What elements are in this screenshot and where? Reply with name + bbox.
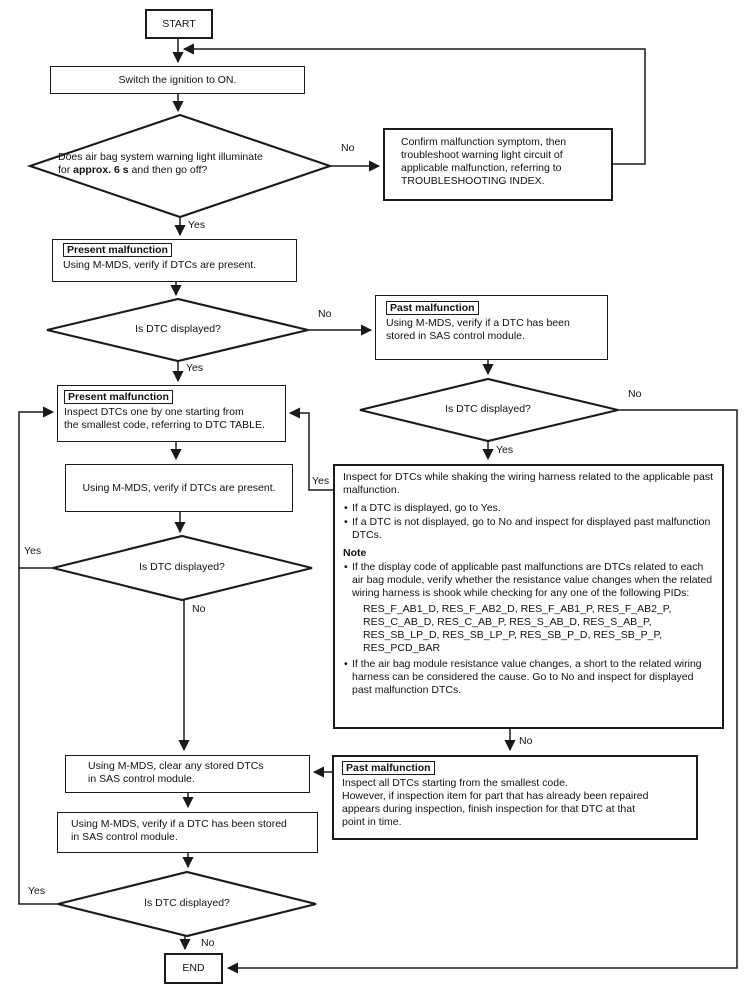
decision-dtc2-text: Is DTC displayed? <box>445 403 531 415</box>
present-malfunction-tag: Present malfunction <box>63 243 172 257</box>
present-inspect-line-2: the smallest code, referring to DTC TABL… <box>64 419 265 431</box>
present-inspect-line-1: Inspect DTCs one by one starting from <box>64 406 244 418</box>
verify-stored-line-1: Using M-MDS, verify if a DTC has been st… <box>71 818 287 830</box>
connector-note-yes <box>288 407 333 491</box>
decision-dtc4-text: Is DTC displayed? <box>144 897 230 909</box>
connector-left-rail <box>18 406 58 905</box>
decision-dtc1-shape <box>46 297 309 363</box>
past-inspect-line-1: Inspect all DTCs starting from the small… <box>342 777 568 789</box>
past-inspect-line-3: appears during inspection, finish inspec… <box>342 803 635 815</box>
decision-dtc4-shape <box>57 870 317 938</box>
connector-confirm-feedback <box>182 43 646 165</box>
confirm-line-1: Confirm malfunction symptom, then <box>401 136 567 148</box>
note-bullet-no: If a DTC is not displayed, go to No and … <box>343 516 714 542</box>
confirm-line-2: troubleshoot warning light circuit of <box>401 149 563 161</box>
past-verify-line-1: Using M-MDS, verify if a DTC has been <box>386 317 570 329</box>
label-d3-yes: Yes <box>24 545 42 557</box>
end-node: END <box>164 953 223 984</box>
label-d4-no: No <box>201 937 215 949</box>
label-note-yes: Yes <box>312 475 330 487</box>
process-verify-stored: Using M-MDS, verify if a DTC has been st… <box>57 812 318 853</box>
clear-dtcs-line-2: in SAS control module. <box>88 773 195 785</box>
decision-dtc3-text: Is DTC displayed? <box>139 561 225 573</box>
decision-warning-light-shape <box>26 113 334 219</box>
label-d1-no: No <box>341 142 355 154</box>
start-node: START <box>145 9 213 39</box>
note-bullet-resistance: If the display code of applicable past m… <box>343 561 714 600</box>
process-present-verify: Present malfunction Using M-MDS, verify … <box>52 239 297 282</box>
label-note-no: No <box>519 735 533 747</box>
connector-right-rail <box>226 409 738 974</box>
process-clear-dtcs: Using M-MDS, clear any stored DTCs in SA… <box>65 755 310 793</box>
note-intro: Inspect for DTCs while shaking the wirin… <box>343 471 714 496</box>
label-d3-no: No <box>192 603 206 615</box>
verify-stored-line-2: in SAS control module. <box>71 831 178 843</box>
label-d4-yes: Yes <box>28 885 46 897</box>
past-verify-line-2: stored in SAS control module. <box>386 330 525 342</box>
decision-dtc1-text: Is DTC displayed? <box>135 323 221 335</box>
note-bullet-short: If the air bag module resistance value c… <box>343 658 714 697</box>
present-malfunction-tag-2: Present malfunction <box>64 390 173 404</box>
process-verify-present: Using M-MDS, verify if DTCs are present. <box>65 464 293 512</box>
warning-light-line-2: for approx. 6 s and then go off? <box>58 164 208 176</box>
verify-present-text: Using M-MDS, verify if DTCs are present. <box>82 481 276 494</box>
label-d2-yes: Yes <box>186 362 204 374</box>
warning-light-line-1: Does air bag system warning light illumi… <box>58 151 263 163</box>
confirm-line-3: applicable malfunction, referring to <box>401 162 562 174</box>
label-d2-no: No <box>318 308 332 320</box>
confirm-line-4: TROUBLESHOOTING INDEX. <box>401 175 545 187</box>
switch-ignition-text: Switch the ignition to ON. <box>118 73 237 86</box>
label-dr-yes: Yes <box>496 444 514 456</box>
label-dr-no: No <box>628 388 642 400</box>
past-inspect-line-2: However, if inspection item for part tha… <box>342 790 649 802</box>
process-past-inspect: Past malfunction Inspect all DTCs starti… <box>332 755 698 840</box>
decision-dtc3-shape <box>52 534 313 602</box>
note-pid-list: RES_F_AB1_D, RES_F_AB2_D, RES_F_AB1_P, R… <box>363 603 672 654</box>
note-shake-harness: Inspect for DTCs while shaking the wirin… <box>333 464 724 729</box>
process-confirm-symptom: Confirm malfunction symptom, then troubl… <box>383 128 613 201</box>
present-verify-text: Using M-MDS, verify if DTCs are present. <box>63 259 257 271</box>
process-past-verify: Past malfunction Using M-MDS, verify if … <box>375 295 608 360</box>
label-d1-yes: Yes <box>188 219 206 231</box>
note-title: Note <box>343 547 367 559</box>
start-label: START <box>162 17 196 30</box>
process-switch-ignition: Switch the ignition to ON. <box>50 66 305 94</box>
note-bullet-yes: If a DTC is displayed, go to Yes. <box>343 502 714 515</box>
decision-warning-light-text: Does air bag system warning light illumi… <box>58 151 313 177</box>
end-label: END <box>182 962 205 974</box>
clear-dtcs-line-1: Using M-MDS, clear any stored DTCs <box>88 760 264 772</box>
past-inspect-line-4: point in time. <box>342 816 402 828</box>
process-present-inspect: Present malfunction Inspect DTCs one by … <box>57 385 286 442</box>
decision-dtc2-shape <box>359 377 619 443</box>
past-malfunction-tag: Past malfunction <box>386 301 479 315</box>
past-malfunction-tag-2: Past malfunction <box>342 761 435 775</box>
